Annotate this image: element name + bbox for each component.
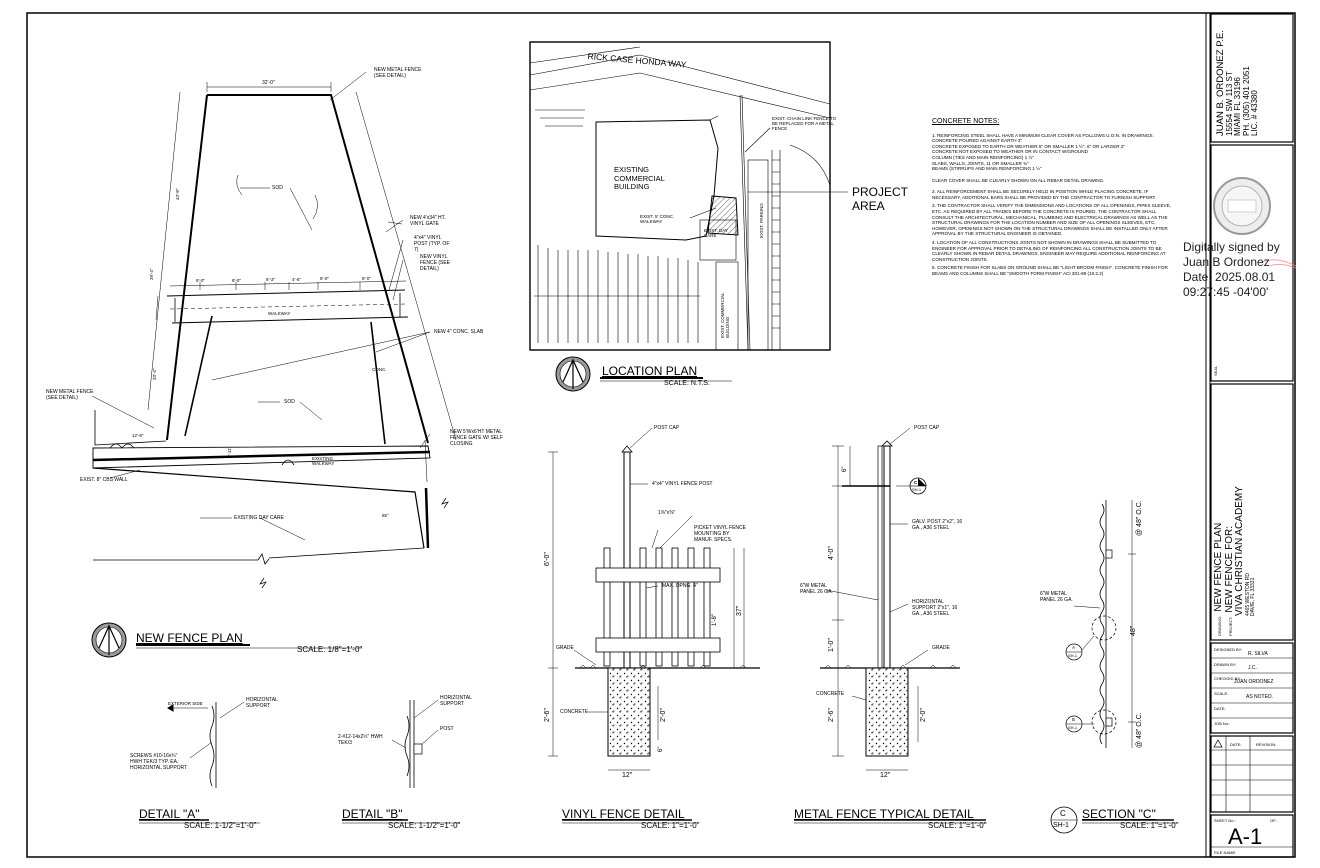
concrete-notes: CONCRETE NOTES: 1. REINFORCING STEEL SHA… [932,118,1171,276]
fence-plan-title: NEW FENCE PLAN [136,631,243,645]
detail-bubble-a-icon [1065,643,1083,661]
section-marker-icon [909,477,927,495]
seal-label: SEAL [1213,365,1218,376]
metal-detail-title: METAL FENCE TYPICAL DETAIL [794,807,974,821]
project-area-label: PROJECT AREA [852,185,908,213]
detail-a-title: DETAIL "A" [139,807,200,821]
project-title-block: DRAWING: NEW FENCE PLAN PROJECT: NEW FEN… [1213,486,1256,636]
checked-by: JUAN ORDONEZ [1234,679,1274,685]
concrete-notes-heading: CONCRETE NOTES: [932,118,1000,125]
location-plan-title: LOCATION PLAN [602,364,698,378]
north-arrow-icon [555,356,591,392]
section-c-title: SECTION "C" [1082,807,1156,821]
digital-signature: Digitally signed by Juan B Ordonez Date:… [1183,240,1280,299]
project-school: VIVA CHRISTIAN ACADEMY [1234,486,1245,616]
drawn-by: J.C. [1248,665,1257,671]
detail-bubble-b-icon [1065,715,1083,733]
project-address2: DAVIE, FL 33331 [1249,577,1256,616]
north-arrow-icon [91,622,127,658]
section-c-tag-icon [1050,806,1078,834]
detail-b-title: DETAIL "B" [342,807,403,821]
drawing-name: NEW FENCE PLAN [1213,522,1224,612]
engineer-license: LIC. # 43380 [1250,90,1260,136]
existing-building-label: EXISTING COMMERCIAL BUILDING [614,165,665,192]
scale-value: AS NOTED. [1246,694,1273,700]
engineer-info: JUAN B. ORDONEZ P.E. 15554 SW 113 ST MIA… [1215,30,1260,136]
vinyl-detail-title: VINYL FENCE DETAIL [562,807,685,821]
sheet-number: A-1 [1228,824,1263,849]
designed-by: R. SILVA [1248,651,1268,657]
